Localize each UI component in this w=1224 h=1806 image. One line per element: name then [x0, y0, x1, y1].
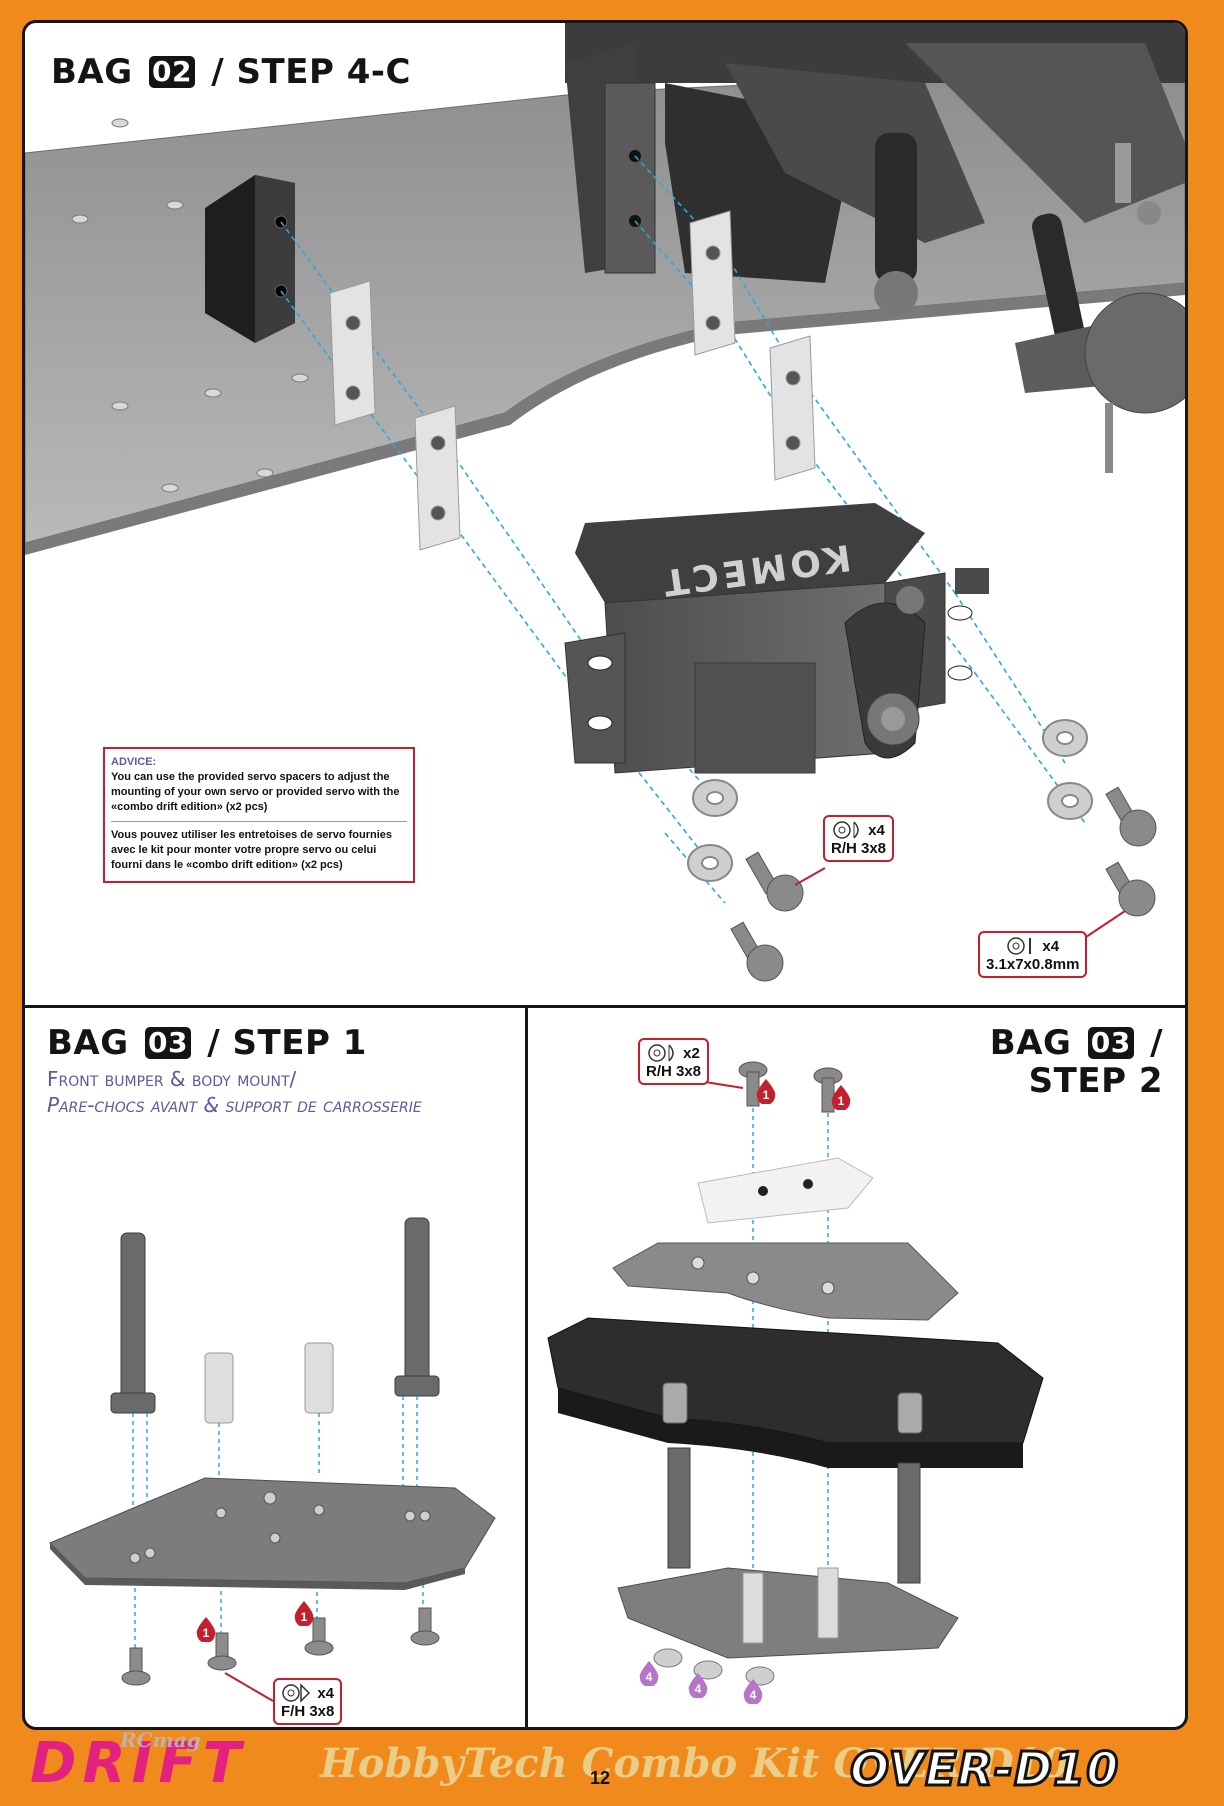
- badge-number: 1: [763, 1088, 770, 1102]
- step-1-illustration: [49, 1217, 496, 1702]
- front-suspension-assembly: [565, 23, 1185, 473]
- over-d10-logo: OVER-D10: [848, 1742, 1120, 1796]
- lower-bumper-mount: [617, 1447, 959, 1659]
- callout-qty: x4: [1042, 937, 1060, 955]
- servo: KOMECT: [564, 503, 989, 774]
- bag-label: BAG: [51, 52, 133, 92]
- spacer-tube: [204, 1342, 334, 1424]
- servo-mount-post-left: [205, 175, 295, 343]
- step-4c-panel: KOMECT BAG 02: [25, 23, 1185, 1008]
- step-1-title: BAG 03 / STEP 1: [47, 1024, 367, 1062]
- step-2-title: BAG 03 / STEP 2: [990, 1024, 1163, 1100]
- advice-divider: [111, 821, 407, 822]
- thread-lock-drop-icon: 1: [756, 1079, 776, 1104]
- step-1-panel: BAG 03 / STEP 1 Front bumper & body moun…: [25, 1008, 528, 1727]
- step-2-panel: BAG 03 / STEP 2 x2 R/H 3x8 1 1 4 4 4: [528, 1008, 1185, 1727]
- screw: [730, 786, 1157, 982]
- thread-lock-drop-icon: 1: [831, 1085, 851, 1110]
- screw-callout: x4 R/H 3x8: [823, 815, 895, 862]
- washer: [687, 719, 1093, 882]
- callout-qty: x4: [317, 1684, 335, 1702]
- badge-number: 4: [750, 1688, 757, 1702]
- kit-name-watermark: HobbyTech Combo Kit OVER-D10: [320, 1740, 1070, 1787]
- grease-drop-icon: 4: [743, 1679, 763, 1704]
- grease-drop-icon: 4: [688, 1673, 708, 1698]
- bag-label: BAG: [47, 1023, 129, 1063]
- step-1-subtitle-fr: Pare-chocs avant & support de carrosseri…: [47, 1092, 422, 1118]
- step-4c-illustration: KOMECT: [25, 23, 1185, 982]
- badge-number: 1: [838, 1094, 845, 1108]
- grease-drop-icon: 4: [639, 1661, 659, 1686]
- advice-text-en: You can use the provided servo spacers t…: [111, 771, 400, 813]
- drift-logo: DRIFT: [30, 1731, 247, 1796]
- thread-lock-drop-icon: 1: [294, 1601, 314, 1626]
- screw-callout: x2 R/H 3x8: [638, 1038, 710, 1085]
- title-slash: /: [1150, 1023, 1163, 1063]
- callout-part: R/H 3x8: [646, 1063, 702, 1080]
- manual-page-frame: KOMECT BAG 02: [22, 20, 1188, 1730]
- bag-number-badge: 03: [1087, 1027, 1134, 1059]
- callout-part: F/H 3x8: [281, 1703, 335, 1720]
- servo-spacer: [329, 210, 816, 551]
- badge-number: 4: [695, 1682, 702, 1696]
- badge-number: 1: [301, 1610, 308, 1624]
- step-4c-title: BAG 02 / STEP 4-C: [51, 53, 411, 91]
- body-mount-post: [110, 1217, 440, 1414]
- bumper-post: [662, 1382, 923, 1434]
- step-label: STEP 2: [1028, 1061, 1163, 1101]
- advice-text-fr: Vous pouvez utiliser les entretoises de …: [111, 829, 392, 871]
- badge-number: 4: [646, 1670, 653, 1684]
- flat-head-screw-icon: [282, 1683, 311, 1703]
- round-head-screw: [738, 1061, 843, 1113]
- bag-label: BAG: [989, 1023, 1072, 1063]
- callout-qty: x4: [868, 821, 885, 839]
- screw-icon: [648, 1044, 674, 1062]
- step-label: / STEP 4-C: [211, 52, 411, 92]
- screw-callout: x4 F/H 3x8: [273, 1678, 343, 1725]
- flat-head-screw: [121, 1607, 440, 1686]
- thread-lock-drop-icon: 1: [196, 1617, 216, 1642]
- advice-box: ADVICE: You can use the provided servo s…: [103, 747, 415, 883]
- washer-icon: [1007, 937, 1032, 955]
- front-bumper-plate: [49, 1477, 496, 1584]
- step-2-illustration: [547, 1061, 1044, 1686]
- page-number: 12: [589, 1768, 611, 1788]
- step-1-subtitle-en: Front bumper & body mount/: [47, 1067, 297, 1091]
- callout-qty: x2: [683, 1044, 700, 1062]
- subtitle-fr-text: Pare-chocs avant & support de carrosseri…: [47, 1093, 422, 1117]
- rcmag-watermark-logo: RCmag: [120, 1728, 201, 1752]
- bag-number-badge: 02: [148, 56, 195, 88]
- callout-part: R/H 3x8: [831, 840, 887, 857]
- advice-heading: ADVICE:: [111, 756, 157, 768]
- bumper-top-plate: [612, 1242, 959, 1321]
- bag-number-badge: 03: [144, 1027, 191, 1059]
- bumper-insert-block: [697, 1157, 874, 1224]
- screw-icon: [833, 821, 859, 839]
- badge-number: 1: [203, 1626, 210, 1640]
- step-label: / STEP 1: [207, 1023, 367, 1063]
- callout-part: 3.1x7x0.8mm: [986, 956, 1080, 973]
- washer-callout: x4 3.1x7x0.8mm: [978, 931, 1088, 978]
